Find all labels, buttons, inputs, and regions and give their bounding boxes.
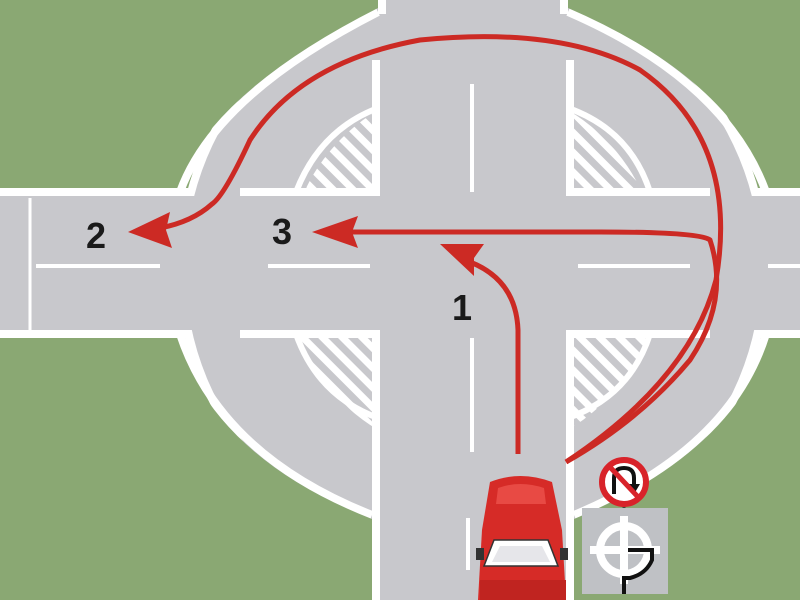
island-boundary-lines bbox=[293, 105, 653, 421]
roundabout-exit-sign bbox=[582, 508, 668, 594]
route-label-3: 3 bbox=[272, 211, 292, 252]
route-1-arrowhead bbox=[440, 244, 484, 276]
route-label-2: 2 bbox=[86, 215, 106, 256]
route-2-arrowhead bbox=[128, 212, 172, 248]
route-1-path bbox=[440, 244, 521, 454]
lane-markings bbox=[28, 84, 800, 570]
route-3-path bbox=[312, 216, 720, 465]
route-2-path bbox=[128, 34, 724, 465]
route-label-1: 1 bbox=[452, 287, 472, 328]
red-car-icon bbox=[476, 476, 568, 600]
route-3-arrowhead bbox=[312, 216, 358, 248]
no-u-turn-sign bbox=[599, 457, 649, 510]
